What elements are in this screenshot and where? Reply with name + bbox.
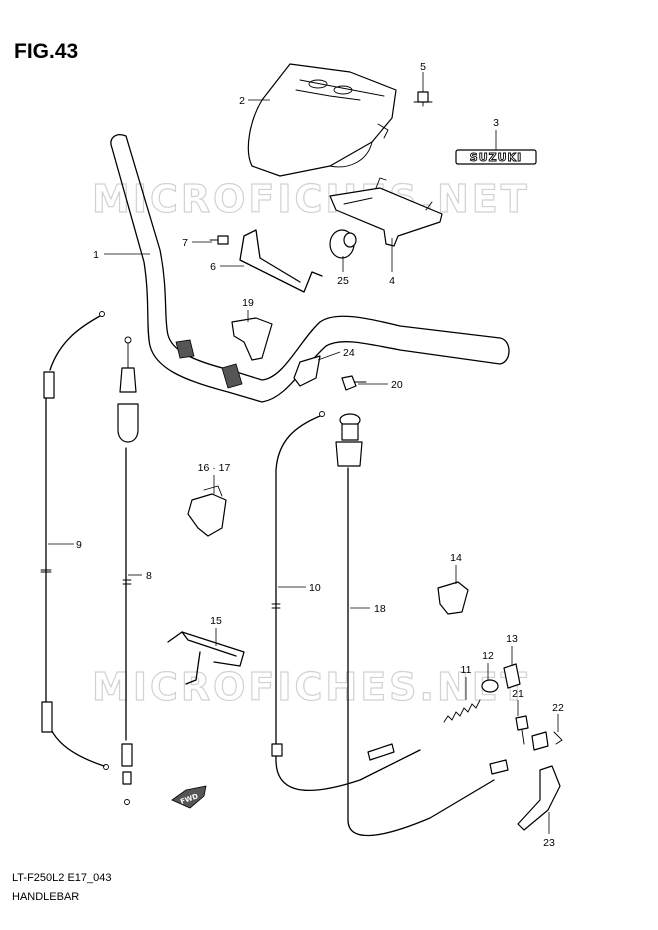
bracket-6	[239, 229, 323, 293]
figure-title: FIG.43	[14, 40, 79, 63]
callout-6: 6	[210, 261, 216, 273]
clamp-19	[231, 317, 273, 361]
cable-10	[271, 411, 421, 792]
leader-lines	[48, 72, 559, 834]
bolt-21	[515, 715, 529, 745]
holder-24	[293, 355, 321, 387]
callout-5: 5	[420, 61, 426, 73]
callout-23: 23	[543, 837, 555, 849]
nut-12	[481, 679, 499, 693]
figure-name: HANDLEBAR	[12, 891, 80, 903]
clamp-16-17	[187, 485, 227, 537]
handlebar	[110, 134, 510, 403]
callout-4: 4	[389, 275, 395, 287]
callout-11: 11	[461, 664, 472, 676]
callout-21: 21	[512, 688, 524, 700]
grommet-25	[329, 229, 357, 259]
watermark-top: MICROFICHES.NET	[92, 177, 530, 221]
callout-25: 25	[337, 275, 349, 287]
callout-18: 18	[374, 603, 386, 615]
clamp-14	[437, 581, 469, 615]
callout-labels: 1 2 3 4 5 6 7 8 9 10 11 12 13 14 15 16 ·…	[76, 61, 564, 849]
watermark-bottom: MICROFICHES.NET	[92, 665, 530, 709]
suzuki-emblem: SUZUKI	[455, 149, 537, 165]
callout-12: 12	[482, 650, 494, 662]
callout-1: 1	[93, 249, 99, 261]
cable-8	[117, 336, 139, 805]
callout-24: 24	[343, 347, 355, 359]
bracket-4	[329, 177, 443, 247]
cable-end-fitting	[367, 731, 549, 775]
handlebar-cover	[247, 63, 397, 177]
callout-9: 9	[76, 539, 82, 551]
choke-cable-18	[335, 413, 495, 837]
callout-7: 7	[182, 237, 188, 249]
callout-16-17: 16 · 17	[198, 462, 231, 474]
figure-code: LT-F250L2 E17_043	[12, 872, 112, 884]
callout-22: 22	[552, 702, 564, 714]
callout-15: 15	[210, 615, 222, 627]
callout-20: 20	[391, 379, 403, 391]
bracket-15	[167, 631, 245, 685]
emblem-text: SUZUKI	[470, 151, 522, 164]
fwd-arrow: FWD	[171, 785, 207, 809]
callout-14: 14	[450, 552, 462, 564]
spring-11	[443, 699, 481, 723]
callout-8: 8	[146, 570, 152, 582]
callout-3: 3	[493, 117, 499, 129]
lever-23	[517, 765, 561, 831]
callout-13: 13	[506, 633, 518, 645]
callout-19: 19	[242, 297, 254, 309]
bolt-20	[341, 375, 367, 391]
clip-22	[553, 731, 563, 745]
screw-5	[413, 91, 433, 107]
callout-10: 10	[309, 582, 321, 594]
throttle-cable-9	[40, 311, 109, 770]
screw-7	[209, 235, 229, 245]
callout-2: 2	[239, 95, 245, 107]
